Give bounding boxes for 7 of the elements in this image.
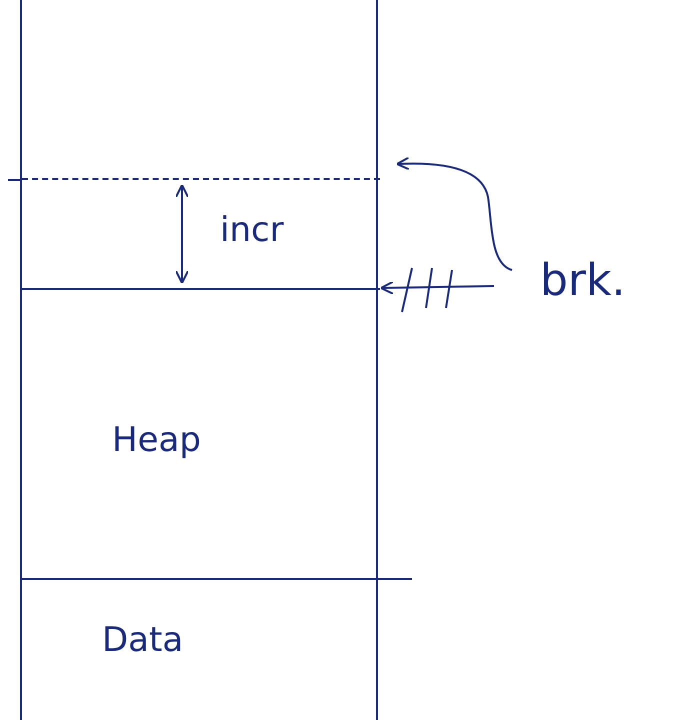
arrow	[396, 156, 512, 271]
region-label: Data	[102, 620, 184, 660]
arrow	[380, 280, 494, 295]
memory-column	[20, 0, 378, 720]
region-label: Heap	[112, 420, 201, 460]
pointer-label: brk.	[540, 255, 626, 306]
region-label: incr	[220, 210, 284, 250]
